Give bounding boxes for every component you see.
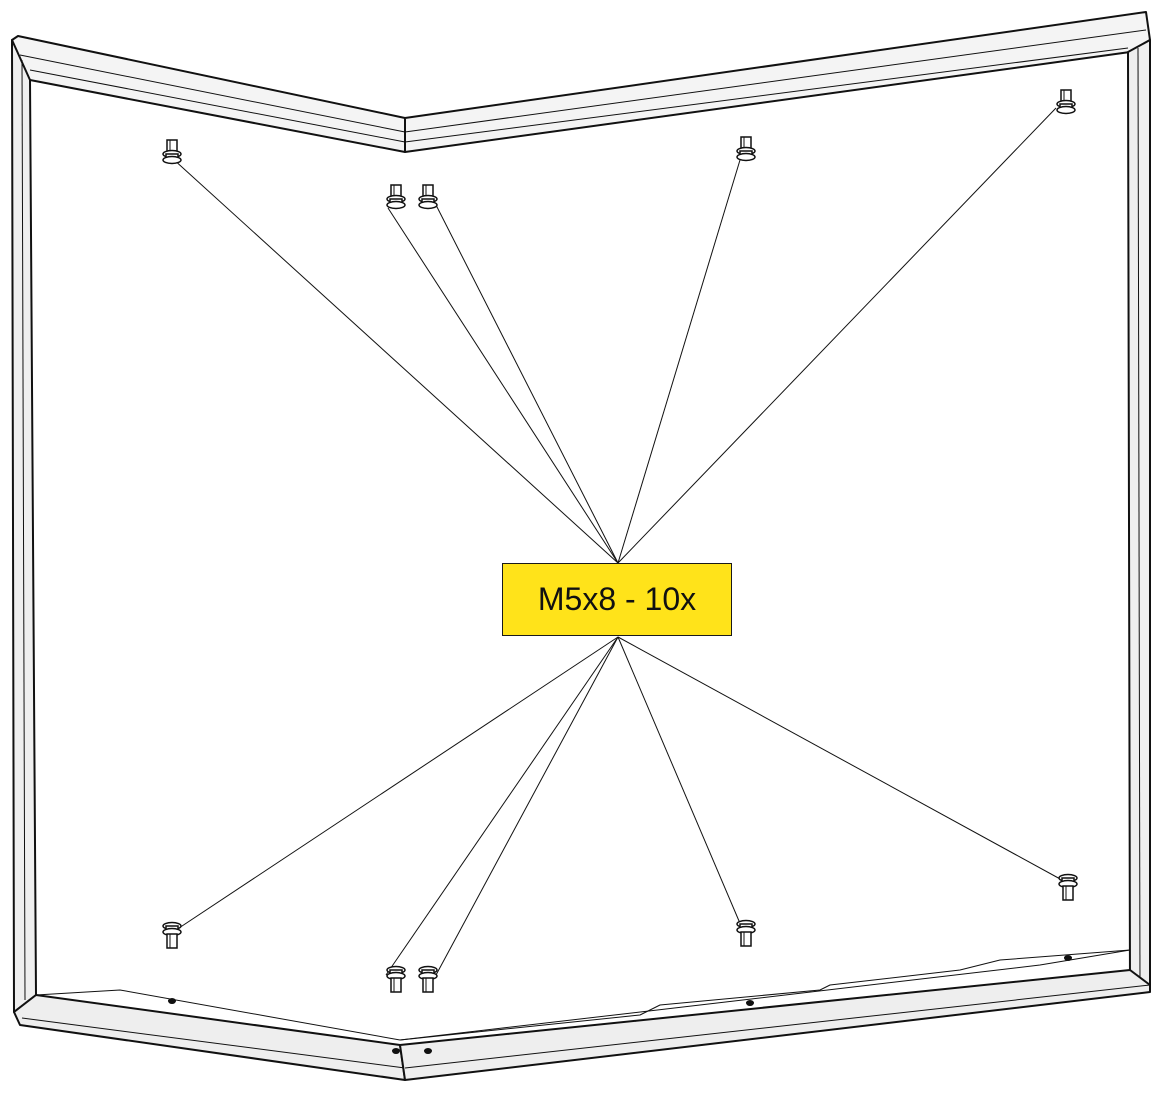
leader-line (175, 636, 619, 931)
flange-screw-icon (162, 139, 182, 165)
frame-left-post (11, 39, 37, 1013)
leader-line (435, 204, 619, 564)
bottom-screws (162, 873, 1078, 993)
leader-line (617, 636, 1063, 881)
frame-bottom-left-rail (13, 994, 406, 1081)
frame (11, 11, 1151, 1081)
flange-screw-icon (1058, 873, 1078, 901)
flange-screw-icon (418, 965, 438, 993)
leader-line (617, 636, 743, 929)
screw-spec-label: M5x8 - 10x (537, 581, 697, 617)
flange-screw-icon (736, 919, 756, 947)
leader-line (171, 157, 619, 564)
screw-spec-callout: M5x8 - 10x (502, 563, 732, 636)
flange-screw-icon (386, 184, 406, 210)
leader-line (617, 107, 1057, 564)
frame-top-right-rail (404, 11, 1151, 153)
flange-screw-icon (418, 184, 438, 210)
leader-line (435, 636, 619, 976)
frame-bottom-right-rail (399, 969, 1151, 1081)
flange-screw-icon (736, 136, 756, 162)
frame-top-left-rail (11, 35, 406, 153)
leader-lines (171, 107, 1063, 976)
flange-screw-icon (162, 921, 182, 949)
leader-line (385, 636, 619, 976)
flange-screw-icon (386, 965, 406, 993)
flange-screw-icon (1056, 89, 1076, 115)
leader-line (387, 207, 619, 564)
leader-line (617, 159, 741, 564)
